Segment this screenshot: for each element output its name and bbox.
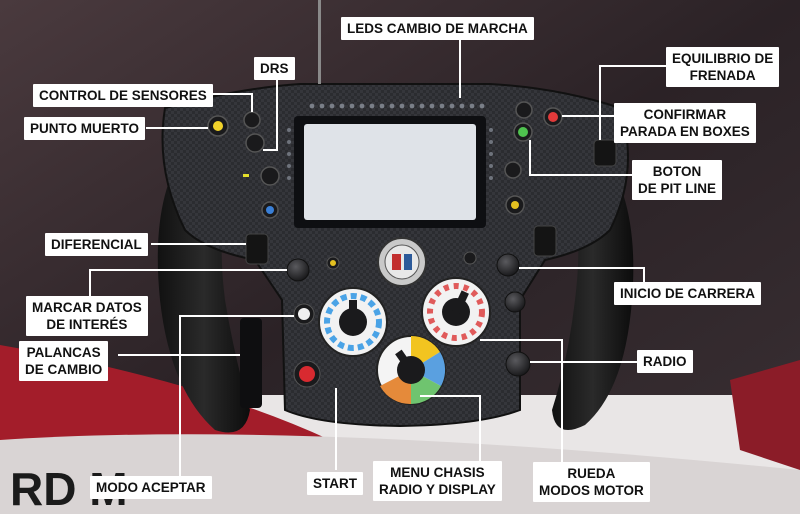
label-pit-line1: BOTON (652, 164, 702, 179)
label-drs: DRS (254, 57, 295, 80)
label-inicio-carrera: INICIO DE CARRERA (614, 282, 762, 305)
label-rueda-modos-motor: RUEDA MODOS MOTOR (533, 462, 650, 502)
line-drs (263, 76, 278, 151)
line-menu (420, 395, 481, 461)
alfa-romeo-badge (384, 244, 420, 280)
antenna (318, 0, 321, 84)
line-pit (529, 140, 632, 176)
shift-paddle (240, 318, 262, 408)
line-marcar (89, 269, 287, 298)
race-start-button (496, 253, 520, 277)
label-equilibrio-line2: FRENADA (689, 68, 756, 83)
neutral-button-core (213, 121, 223, 131)
label-rueda-line1: RUEDA (567, 466, 616, 481)
badge-left-half (392, 254, 401, 270)
line-control-sensores (208, 93, 253, 112)
start-button-core (299, 366, 315, 382)
label-palancas-line2: DE CAMBIO (25, 362, 103, 377)
label-boton-pit-line: BOTON DE PIT LINE (632, 160, 723, 200)
mark-data-button (286, 258, 310, 282)
drs-button (245, 133, 265, 153)
k2-button (504, 291, 526, 313)
label-equilibrio-line1: EQUILIBRIO DE (672, 51, 774, 66)
label-leds-cambio-marcha: LEDS CAMBIO DE MARCHA (341, 17, 534, 40)
radio-button (505, 351, 531, 377)
right-button-3 (504, 161, 522, 179)
badge-right-half (404, 254, 412, 270)
small-yellow-core (330, 260, 336, 266)
right-button-4-core (511, 201, 519, 209)
label-menu-line1: MENU CHASIS (390, 465, 485, 480)
label-punto-muerto: PUNTO MUERTO (24, 117, 146, 140)
line-modo-aceptar (179, 315, 294, 476)
brake-balance-wheel (593, 139, 617, 167)
label-pit-line2: DE PIT LINE (638, 181, 717, 196)
left-button-3 (260, 166, 280, 186)
label-confirmar-line1: CONFIRMAR (643, 107, 727, 122)
label-marcar-datos: MARCAR DATOS DE INTERÉS (26, 296, 148, 336)
label-palancas-line1: PALANCAS (26, 345, 101, 360)
label-marcar-line1: MARCAR DATOS (32, 300, 142, 315)
label-confirmar-parada: CONFIRMAR PARADA EN BOXES (614, 103, 756, 143)
label-control-sensores: CONTROL DE SENSORES (33, 84, 213, 107)
car-red-right (730, 360, 800, 470)
label-radio: RADIO (637, 350, 693, 373)
label-diferencial: DIFERENCIAL (45, 233, 148, 256)
small-button-right (463, 251, 477, 265)
accept-mode-core (298, 308, 310, 320)
label-menu-chasis: MENU CHASIS RADIO Y DISPLAY (373, 461, 502, 501)
label-equilibrio-frenada: EQUILIBRIO DE FRENADA (666, 47, 780, 87)
right-thumbwheel (533, 225, 557, 257)
yellow-marker (243, 174, 249, 177)
left-rotary-dial (318, 287, 388, 357)
label-palancas-cambio: PALANCAS DE CAMBIO (19, 341, 109, 381)
display-screen (304, 124, 476, 220)
line-rueda (480, 339, 563, 462)
confirm-pitstop-core (548, 112, 558, 122)
shift-leds (309, 103, 485, 109)
leader-lines (89, 38, 666, 476)
label-marcar-line2: DE INTERÉS (46, 317, 128, 332)
left-side-leds (287, 128, 291, 180)
sensor-control-button (243, 111, 261, 129)
pit-line-core (518, 127, 528, 137)
label-menu-line2: RADIO Y DISPLAY (379, 482, 496, 497)
label-start: START (307, 472, 363, 495)
line-inicio (519, 267, 645, 282)
label-modo-aceptar: MODO ACEPTAR (90, 476, 212, 499)
label-rueda-line2: MODOS MOTOR (539, 483, 644, 498)
label-confirmar-line2: PARADA EN BOXES (620, 124, 750, 139)
left-button-4-core (266, 206, 274, 214)
right-side-leds (489, 128, 493, 180)
right-button-1 (515, 101, 533, 119)
chassis-menu-dial (376, 335, 446, 405)
engine-modes-dial (421, 277, 491, 347)
differential-wheel (245, 233, 269, 265)
